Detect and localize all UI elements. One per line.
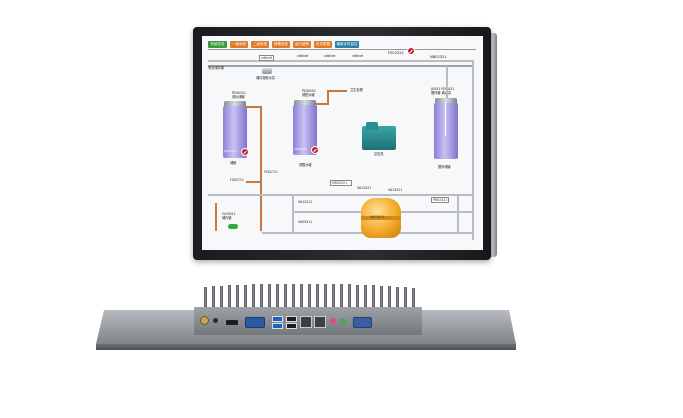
tank2-copper-pipe xyxy=(316,103,328,105)
center-tank-label: VA13011 xyxy=(370,215,385,219)
pipe-label-4: vdtinet xyxy=(352,54,364,58)
tab-alarms[interactable]: 报警信息 xyxy=(272,41,290,48)
entry-label: 来自储存罐 xyxy=(208,66,224,70)
right-mid-riser xyxy=(457,194,459,234)
valve-va2-icon[interactable] xyxy=(301,228,308,233)
fs2-label: FS02711 xyxy=(264,170,278,174)
lv-sub: 储存罐 xyxy=(222,216,232,220)
va-label-5: VA13021 xyxy=(388,188,403,192)
tank1-copper-riser xyxy=(260,106,262,231)
audio-in-port[interactable] xyxy=(330,318,336,324)
usb-port-3[interactable] xyxy=(286,316,297,322)
lower-pipe xyxy=(208,194,474,196)
tank2-cap xyxy=(294,100,316,106)
tank2-copper-riser xyxy=(327,90,329,105)
valve-va1-icon[interactable] xyxy=(301,208,308,213)
pump-label: 储存提取水泵 xyxy=(256,76,276,80)
green-valve-icon[interactable] xyxy=(228,224,238,229)
vga-port[interactable] xyxy=(245,317,265,328)
tank2-id: PD0041 xyxy=(302,89,317,93)
pb-box[interactable]: PB02421 xyxy=(431,197,450,203)
audio-out-port[interactable] xyxy=(340,318,346,324)
tab-history[interactable]: 历史数据 xyxy=(314,41,332,48)
compressor-unit[interactable] xyxy=(362,126,396,150)
valve-id-right: NB02321 xyxy=(430,55,447,59)
usb-port-1[interactable] xyxy=(272,316,283,322)
compressor-tag: 卫生处理 xyxy=(350,88,363,92)
lv-label: LV03011 xyxy=(222,212,236,216)
tank1-sub: 调出储罐 xyxy=(232,95,245,99)
mid-riser xyxy=(292,194,294,234)
tab-level1[interactable]: 一级系统 xyxy=(230,41,248,48)
pipe-label-1: vdtinet xyxy=(259,55,275,61)
tank2-bottom: 调酸水罐 xyxy=(299,163,312,167)
tank3-bottom: 搅拌储罐 xyxy=(438,165,451,169)
va-label-3: VA12021 xyxy=(357,186,372,190)
tank1-copper-pipe xyxy=(246,106,262,108)
tank2-inner: LS04521 xyxy=(294,147,308,151)
tank1-bottom: 储罐 xyxy=(230,161,237,165)
va-label-1: VA12011 xyxy=(298,200,313,204)
hmi-screen[interactable]: 系统总览 一级系统 二级系统 报警信息 运行趋势 历史数据 最新实时监控 FS0… xyxy=(202,36,483,250)
tank3-cap xyxy=(435,98,457,104)
tank2-top-pipe xyxy=(327,90,347,92)
tank3-inlet-pipe xyxy=(446,66,448,98)
pipe-label-2: vdtinet xyxy=(297,54,309,58)
tank1-stop-icon[interactable] xyxy=(241,148,249,156)
mini-pc-box xyxy=(194,284,422,335)
usb-port-2[interactable] xyxy=(272,323,283,329)
tab-trends[interactable]: 运行趋势 xyxy=(293,41,311,48)
va-label-2: VA09411 xyxy=(298,220,313,224)
pipe-label-3: vdtinet xyxy=(324,54,336,58)
tank3-sub: 搅拌罐 离心泵 xyxy=(431,91,452,95)
center-tank-band xyxy=(361,216,401,220)
lan-port-2[interactable] xyxy=(314,316,326,328)
tank2-stop-icon[interactable] xyxy=(311,146,319,154)
tank3[interactable] xyxy=(434,103,458,159)
fs-label: FS05711 xyxy=(230,178,244,182)
lan-port-1[interactable] xyxy=(300,316,312,328)
tank1-cap xyxy=(224,101,246,107)
compressor-caption: 空压机 xyxy=(374,152,384,156)
stop-valve-icon[interactable] xyxy=(407,47,415,55)
tank3-agitator xyxy=(445,102,446,136)
tank3-ids: J0551 PD0051 xyxy=(431,87,455,91)
power-button[interactable] xyxy=(213,318,218,323)
tank1-inner: LS02521 xyxy=(224,149,238,153)
main-pipe-lower xyxy=(208,65,473,67)
tank2-sub: 调配水罐 xyxy=(302,93,315,97)
tank1-id: PD0021 xyxy=(232,91,247,95)
usb-port-4[interactable] xyxy=(286,323,297,329)
compressor-motor xyxy=(366,122,378,130)
nav-underline xyxy=(208,49,476,50)
tab-overview[interactable]: 系统总览 xyxy=(208,41,227,48)
tab-realtime[interactable]: 最新实时监控 xyxy=(335,41,359,48)
serial-port[interactable] xyxy=(353,317,372,328)
left-copper-riser xyxy=(215,203,217,231)
antenna-port-icon xyxy=(200,316,209,325)
valve-id: FS02312 xyxy=(388,51,404,55)
panel-side-edge xyxy=(488,33,497,257)
main-pipe xyxy=(208,60,473,62)
right-riser-pipe xyxy=(472,60,474,240)
tab-level2[interactable]: 二级系统 xyxy=(251,41,269,48)
mr-box[interactable]: MR02521 xyxy=(330,180,352,186)
hdmi-port[interactable] xyxy=(226,320,238,325)
pump-icon[interactable] xyxy=(262,68,272,74)
tank1-outlet-pipe xyxy=(246,181,262,183)
